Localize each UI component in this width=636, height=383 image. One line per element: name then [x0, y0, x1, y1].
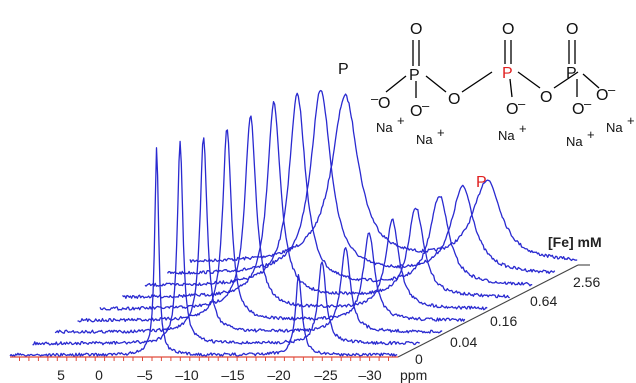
sodium-charge: + [587, 127, 595, 142]
x-axis-label: ppm [400, 367, 427, 383]
x-tick-label: –5 [137, 367, 153, 383]
fe-tick-label: 0.64 [530, 293, 557, 309]
x-tick-label: –30 [358, 367, 382, 383]
fe-axis-title: [Fe] mM [548, 234, 602, 250]
sodium-ion: Na [606, 120, 623, 135]
bond [553, 71, 579, 89]
atom-p-highlight: P [502, 65, 513, 82]
ppm-minor-ticks [19, 357, 389, 361]
spectrum-trace [122, 101, 510, 299]
spectrum-trace [32, 140, 420, 346]
fe-tick-label: 2.56 [573, 274, 600, 290]
sodium-charge: + [519, 121, 527, 136]
x-tick-label: –15 [221, 367, 245, 383]
atom-o: O [566, 21, 578, 38]
sodium-ion: Na [376, 120, 393, 135]
fe-tick-label: 0.04 [450, 334, 477, 350]
fe-tick-label: 0 [415, 351, 423, 367]
sodium-charge: + [437, 125, 445, 140]
atom-o: O [540, 89, 552, 106]
fe-tick-label: 0.16 [490, 313, 517, 329]
atom-o: O [502, 21, 514, 38]
spectrum-trace [77, 129, 466, 323]
sodium-ion: Na [498, 128, 515, 143]
depth-axis-front [397, 264, 579, 358]
x-tick-label: 0 [95, 367, 103, 383]
atom-p: P [566, 65, 577, 82]
atom-charge: – [584, 96, 592, 111]
bond [582, 73, 600, 89]
spectrum-trace [54, 137, 443, 334]
bond [425, 75, 447, 93]
spectrum-trace [99, 115, 488, 311]
x-tick-label: –20 [267, 367, 291, 383]
tripolyphosphate-structure: O P – O O – O O P O – O O P O – O – Na +… [371, 21, 635, 149]
sodium-ion: Na [416, 132, 433, 147]
atom-o: O [596, 87, 608, 104]
x-tick-label: –10 [175, 367, 199, 383]
sodium-charge: + [627, 113, 635, 128]
spectrum-trace [166, 89, 556, 275]
atom-o: O [410, 103, 422, 120]
bond [385, 75, 407, 93]
spectra-group [9, 89, 578, 358]
spectrum-trace [9, 147, 398, 358]
x-tick-label: 5 [57, 367, 65, 383]
atom-o: O [410, 21, 422, 38]
atom-p: P [409, 67, 420, 84]
bond [517, 71, 541, 89]
x-tick-label: –25 [314, 367, 338, 383]
spectrum-trace [189, 93, 578, 263]
spectrum-trace [144, 92, 533, 287]
atom-charge: – [422, 98, 430, 113]
atom-charge: – [608, 82, 616, 97]
atom-charge: – [371, 91, 379, 106]
bond [509, 78, 513, 98]
sodium-ion: Na [566, 134, 583, 149]
atom-o: O [378, 95, 390, 112]
atom-o: O [448, 91, 460, 108]
annotation-p-red: P [476, 174, 487, 191]
annotation-p-black: P [338, 61, 349, 78]
atom-o: O [506, 101, 518, 118]
bond [461, 71, 493, 93]
sodium-charge: + [397, 113, 405, 128]
atom-o: O [572, 101, 584, 118]
atom-charge: – [518, 96, 526, 111]
